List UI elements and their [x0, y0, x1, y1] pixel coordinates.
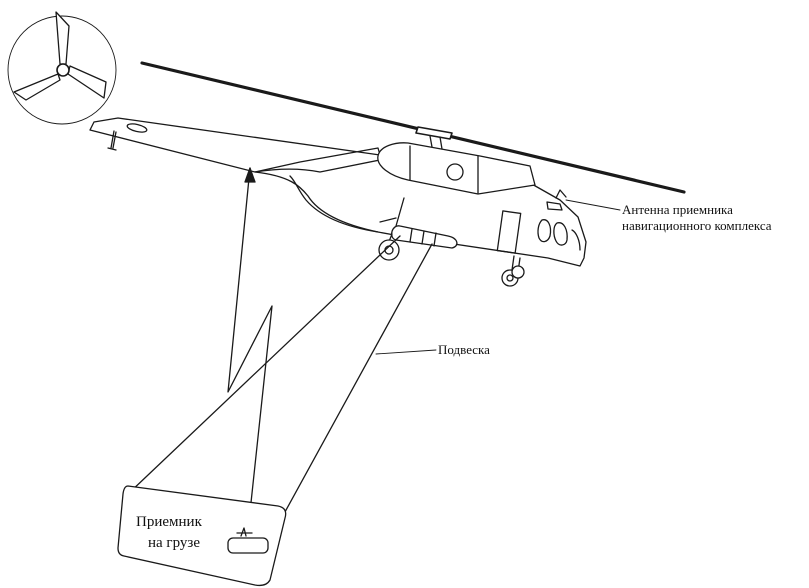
tail-rotor	[8, 12, 116, 124]
cargo-load	[118, 486, 286, 585]
radio-signal-path	[228, 168, 272, 512]
nose-landing-gear	[502, 256, 524, 286]
receiver-label-line1: Приемник	[136, 513, 202, 532]
sling-leader-line	[376, 350, 436, 354]
antenna-label-line2: навигационного комплекса	[622, 218, 772, 233]
sling-label: Подвеска	[438, 342, 490, 357]
sling-cables	[128, 236, 432, 532]
tail-boom	[90, 118, 380, 172]
antenna	[556, 190, 566, 198]
antenna-leader-line	[566, 200, 620, 210]
receiver-label-line2: на грузе	[148, 534, 200, 553]
antenna-label-line1: Антенна приемника	[622, 202, 733, 217]
